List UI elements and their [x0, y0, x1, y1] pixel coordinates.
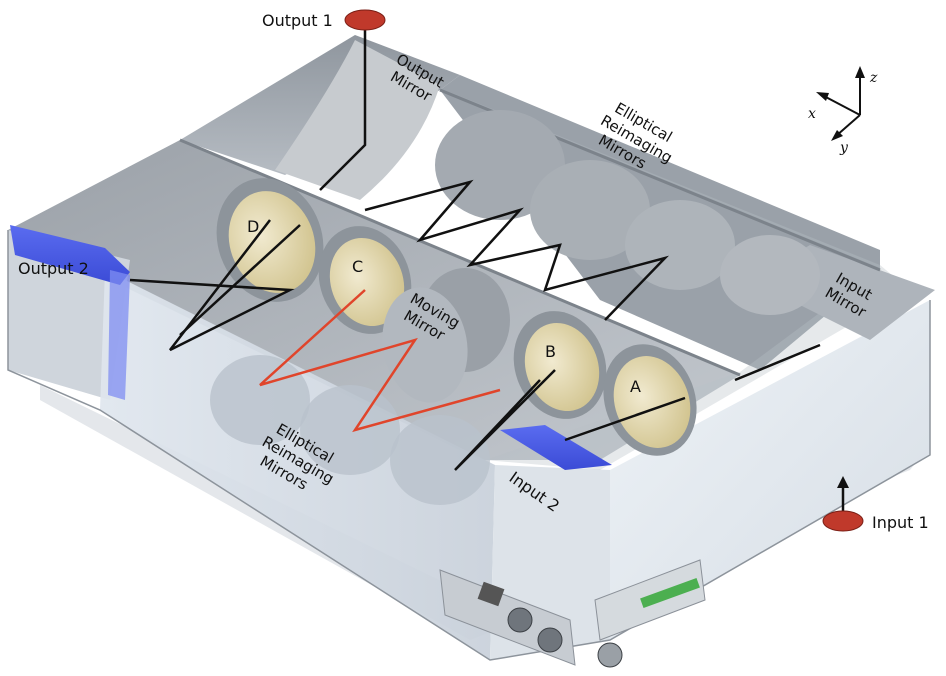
label-output1: Output 1 [262, 11, 333, 30]
ellip-mirror-back-2 [530, 160, 650, 260]
ellip-mirror-front-3 [390, 415, 490, 505]
ellip-mirror-back-1 [435, 110, 565, 220]
divider-1 [179, 138, 741, 377]
label-input1: Input 1 [872, 513, 929, 532]
axes-triad [816, 66, 865, 141]
output1-marker [344, 9, 386, 31]
blue-panel-input2 [500, 425, 612, 470]
blue-panel-output2-vertical [108, 270, 130, 400]
ellip-mirror-front-2 [300, 385, 400, 475]
ellip-mirror-back-4 [720, 235, 820, 315]
ellip-mirror-back-3 [625, 200, 735, 290]
beam-b [454, 369, 556, 471]
mirror-b [513, 311, 607, 419]
output-mirror-surface [275, 40, 440, 200]
beam-input-mirror [734, 343, 821, 382]
label-mirror-b: B [545, 342, 556, 361]
label-output2: Output 2 [18, 259, 89, 278]
label-mirror-a: A [630, 377, 641, 396]
input1-marker [822, 476, 864, 532]
axis-x-label: x [808, 106, 816, 122]
beam-d2 [179, 224, 301, 336]
beam-output1 [319, 22, 367, 191]
beam-upper-zigzag [364, 179, 670, 321]
axis-z-label: z [869, 70, 878, 86]
beam-d [129, 219, 295, 352]
right-side-panel [610, 300, 930, 640]
front-wall [100, 270, 495, 660]
moving-mirror [382, 268, 510, 403]
beam-a [564, 396, 686, 442]
blue-panel-output2 [10, 225, 130, 285]
label-mirror-c: C [352, 257, 363, 276]
housing-outline [7, 230, 931, 661]
mirror-d [216, 178, 324, 302]
axis-y-label: y [839, 140, 849, 156]
red-beam-upper [259, 289, 501, 433]
label-mirror-d: D [247, 217, 259, 236]
red-beams [259, 289, 501, 433]
connector-block [439, 559, 706, 668]
black-beams [129, 22, 821, 471]
mirror-a [603, 344, 697, 456]
